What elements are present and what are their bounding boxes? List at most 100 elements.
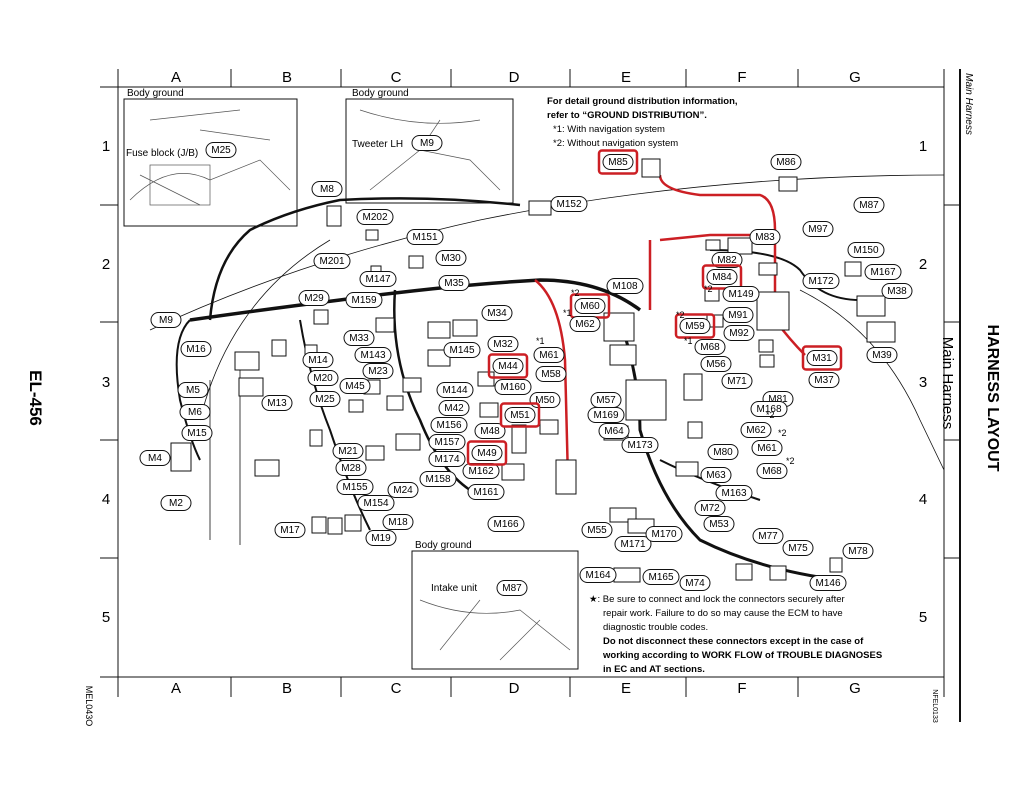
connector-label-m165: M165 — [642, 569, 680, 585]
connector-pill — [756, 463, 788, 479]
connector-text: M146 — [815, 578, 840, 589]
connector-pill — [406, 229, 444, 245]
highlight-box-m44 — [487, 353, 529, 379]
connector-label-m87: M87 — [496, 580, 528, 596]
connector-text: M5 — [186, 385, 200, 396]
connector-text: M91 — [728, 310, 748, 321]
connector-text: M21 — [338, 446, 358, 457]
connector-pill — [806, 350, 838, 366]
connector-text: M154 — [363, 498, 388, 509]
connector-pill — [606, 278, 644, 294]
connector-text: M152 — [556, 199, 581, 210]
connector-label-m37: M37 — [808, 372, 840, 388]
connector-label-m59: M59 — [674, 313, 716, 339]
connector-pill — [302, 352, 334, 368]
page-title: HARNESS LAYOUT — [984, 325, 1001, 472]
connector-label-m68: M68 — [756, 463, 788, 479]
connector-pill — [703, 516, 735, 532]
connector-label-m8: M8 — [311, 181, 343, 197]
connector-text: M61 — [539, 350, 559, 361]
connector-label-m14: M14 — [302, 352, 334, 368]
connector-pill — [177, 382, 209, 398]
connector-pill — [802, 273, 840, 289]
connector-label-m82: M82 — [711, 252, 743, 268]
connector-text: M17 — [280, 525, 300, 536]
connector-pill — [443, 342, 481, 358]
note-line-1: For detail ground distribution informati… — [547, 96, 738, 107]
connector-text: M2 — [169, 498, 183, 509]
connector-text: M8 — [320, 184, 334, 195]
connector-label-m31: M31 — [801, 345, 843, 371]
connector-pill — [711, 252, 743, 268]
connector-label-m146: M146 — [809, 575, 847, 591]
callout-m60-star2: *2 — [571, 288, 580, 298]
grid-row-1: 1 — [102, 138, 110, 155]
connector-pill — [436, 382, 474, 398]
grid-row-2: 2 — [102, 256, 110, 273]
connector-pill — [809, 575, 847, 591]
connector-text: M60 — [580, 301, 600, 312]
connector-text: M20 — [313, 373, 333, 384]
connector-pill — [309, 391, 341, 407]
highlight-box-m49 — [466, 440, 508, 466]
grid-row-4-right: 4 — [919, 491, 927, 508]
connector-label-m75: M75 — [782, 540, 814, 556]
connector-text: M35 — [444, 278, 464, 289]
connector-text: M64 — [604, 426, 624, 437]
connector-text: M25 — [315, 394, 335, 405]
connector-label-m21: M21 — [332, 443, 364, 459]
grid-col-e-bottom: E — [621, 680, 631, 697]
connector-pill — [700, 467, 732, 483]
connector-pill — [722, 307, 754, 323]
connector-pill — [428, 451, 466, 467]
connector-label-m34: M34 — [481, 305, 513, 321]
connector-pill — [487, 336, 519, 352]
connector-text: M9 — [420, 138, 434, 149]
connector-text: M56 — [706, 359, 726, 370]
connector-label-m145: M145 — [443, 342, 481, 358]
connector-pill — [614, 536, 652, 552]
grid-col-c-bottom: C — [391, 680, 402, 697]
footnote-line-5: working according to WORK FLOW of TROUBL… — [602, 650, 882, 661]
connector-text: M39 — [872, 350, 892, 361]
connector-text: M159 — [351, 295, 376, 306]
callout-m61-star1: *1 — [536, 336, 545, 346]
connector-label-m71: M71 — [721, 373, 753, 389]
connector-text: M151 — [412, 232, 437, 243]
connector-text: M14 — [308, 355, 328, 366]
connector-text: M72 — [700, 503, 720, 514]
connector-text: M48 — [480, 426, 500, 437]
grid-col-f: F — [737, 69, 746, 86]
footnote: ★: Be sure to connect and lock the conne… — [589, 594, 882, 675]
connector-label-m35: M35 — [438, 275, 470, 291]
connector-label-m51: M51 — [499, 402, 541, 428]
figure-code-left: MEL043O — [84, 686, 94, 727]
note-line-2: refer to “GROUND DISTRIBUTION”. — [547, 110, 707, 121]
connector-text: M80 — [713, 447, 733, 458]
connector-text: M163 — [721, 488, 746, 499]
connector-label-m143: M143 — [354, 347, 392, 363]
connector-text: M4 — [148, 453, 162, 464]
connector-label-m9: M9 — [411, 135, 443, 151]
callout-m62-star2: *2 — [766, 410, 775, 420]
connector-pill — [150, 312, 182, 328]
connector-label-m30: M30 — [435, 250, 467, 266]
connector-text: M77 — [758, 531, 778, 542]
grid-letters-top: A B C D E F G — [171, 69, 861, 86]
connector-label-m170: M170 — [645, 526, 683, 542]
connector-text: M53 — [709, 519, 729, 530]
connector-label-m57: M57 — [590, 392, 622, 408]
connector-pill — [139, 450, 171, 466]
connector-pill — [581, 522, 613, 538]
connector-label-m173: M173 — [621, 437, 659, 453]
inset-3-title: Body ground — [415, 540, 472, 551]
connector-pill — [411, 135, 443, 151]
inset-intake-unit: Body ground Intake unit — [411, 540, 579, 670]
connector-pill — [298, 290, 330, 306]
connector-label-m56: M56 — [700, 356, 732, 372]
connector-pill — [492, 358, 524, 374]
connector-label-m72: M72 — [694, 500, 726, 516]
connector-label-m97: M97 — [802, 221, 834, 237]
connector-label-m169: M169 — [587, 407, 625, 423]
connector-text: M38 — [887, 286, 907, 297]
